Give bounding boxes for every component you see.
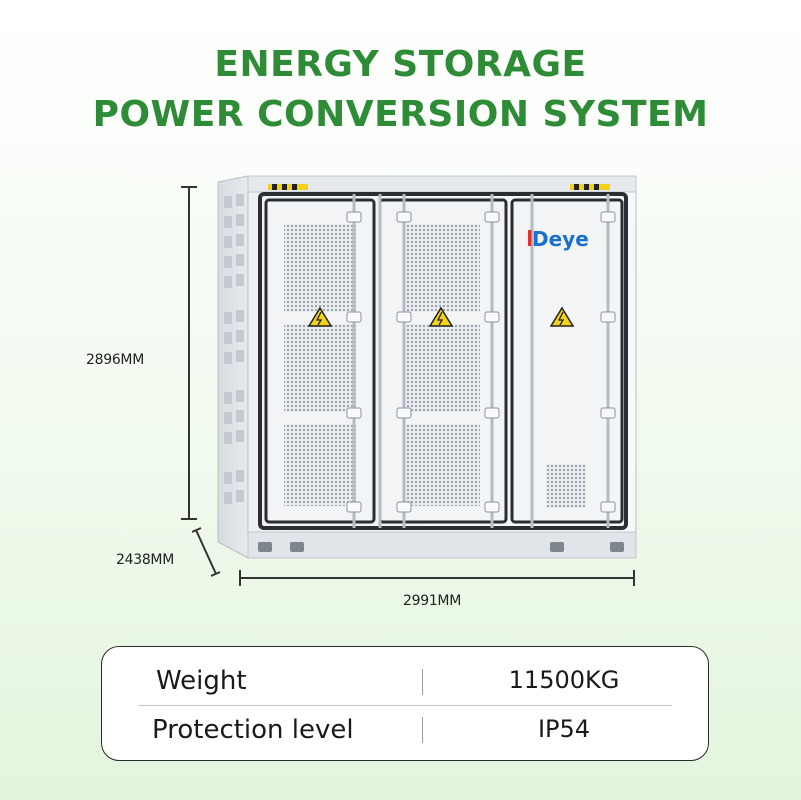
brand-logo-text: Deye [532,227,589,251]
width-label: 2991MM [403,593,461,609]
depth-label: 2438MM [116,552,174,568]
deye-logo: Deye [528,227,589,251]
title-line-2: POWER CONVERSION SYSTEM [92,94,709,135]
title-line-1: ENERGY STORAGE [214,44,587,85]
height-label: 2896MM [86,352,144,368]
spec-row-weight: Weight 11500KG [102,656,708,706]
spec-label: Protection level [152,715,354,745]
row-divider [138,705,672,706]
spec-value: 11500KG [508,666,620,694]
spec-value: IP54 [537,715,591,743]
high-voltage-warning-icon [549,306,575,327]
spec-label: Weight [156,666,247,696]
spec-row-protection: Protection level IP54 [102,706,708,756]
energy-storage-container: Deye [210,172,640,566]
spec-table: Weight 11500KG Protection level IP54 [101,646,709,761]
high-voltage-warning-icon [428,306,454,327]
column-divider [422,717,423,743]
high-voltage-warning-icon [307,306,333,327]
column-divider [422,669,423,695]
